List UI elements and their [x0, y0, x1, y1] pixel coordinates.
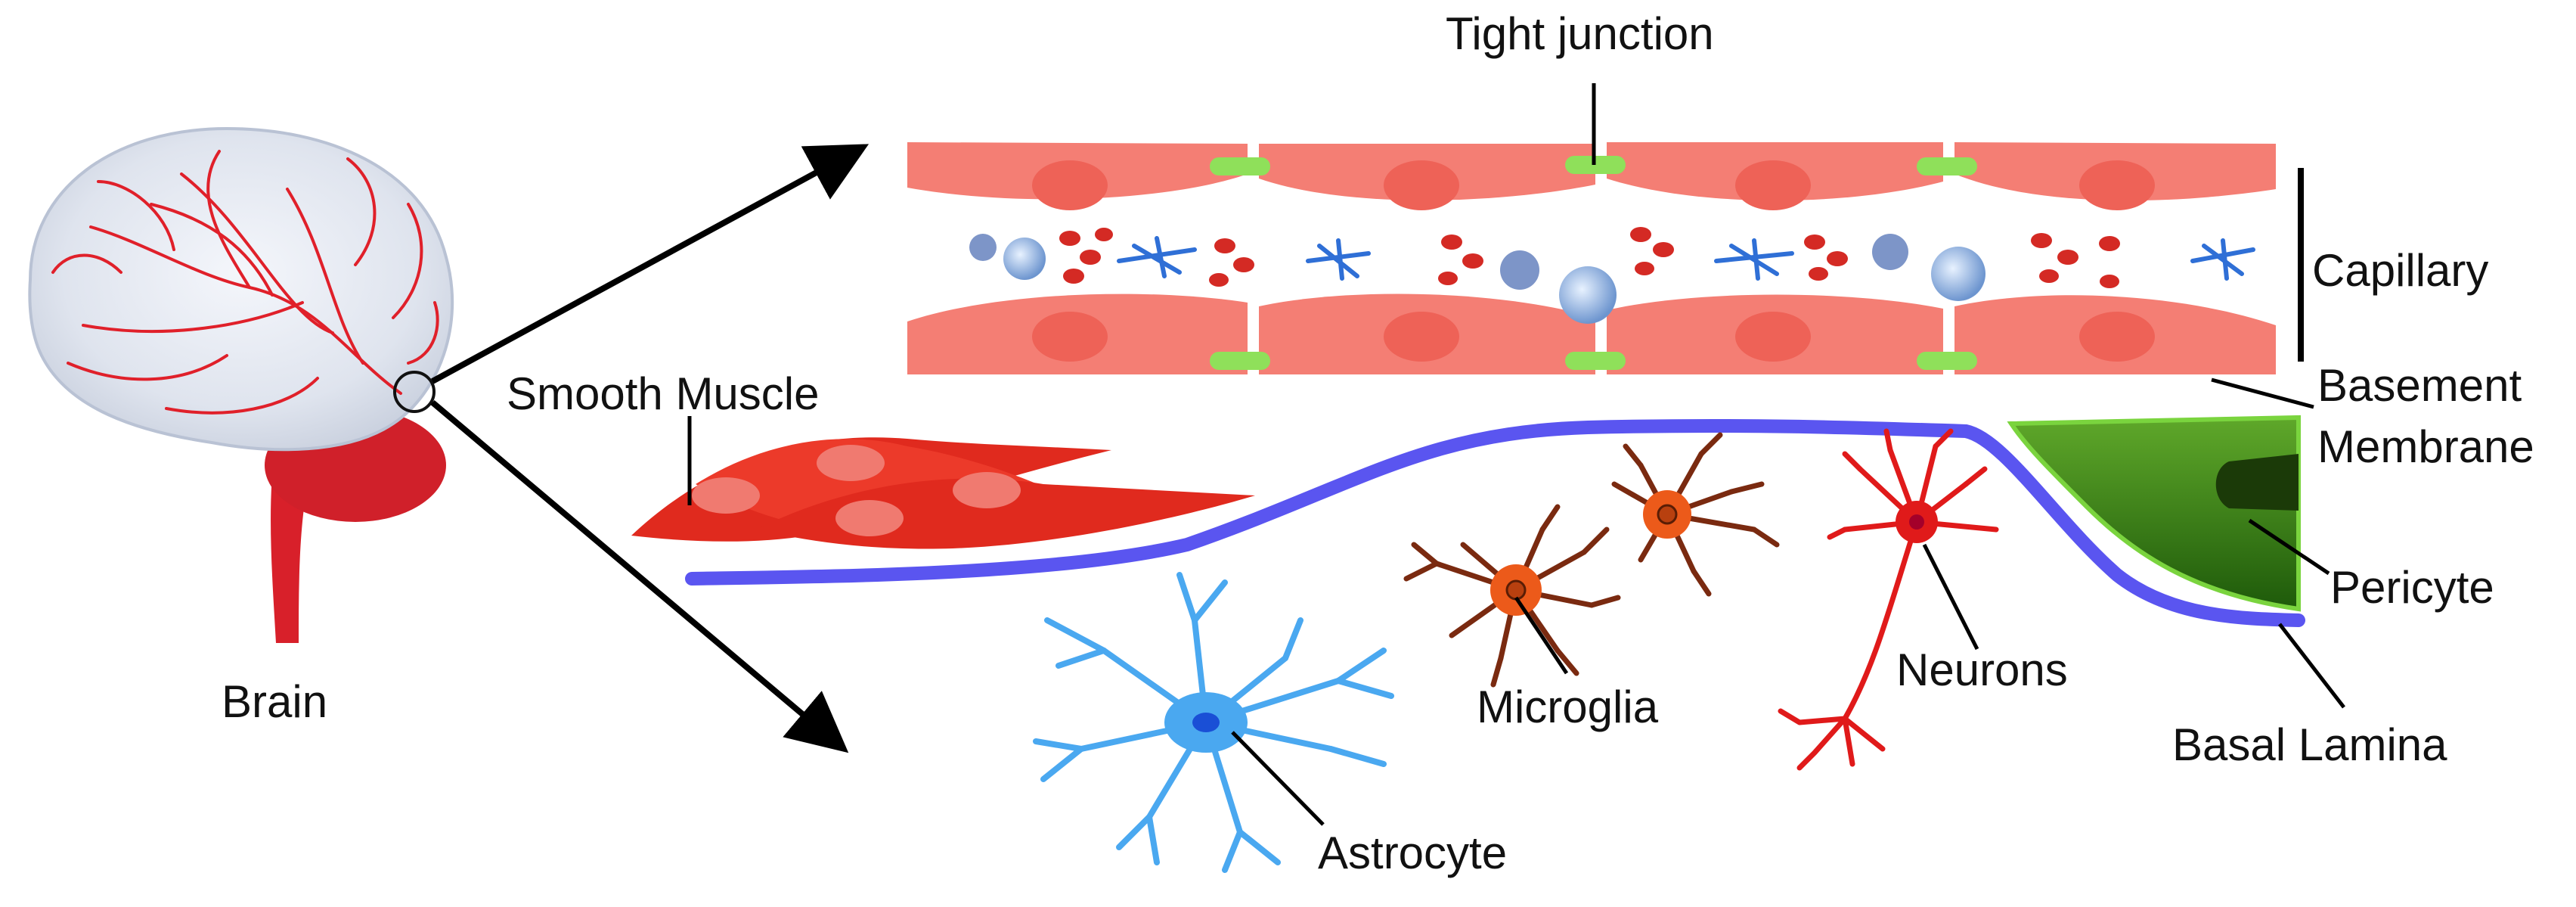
zoom-circle	[393, 371, 436, 413]
label-neurons: Neurons	[1896, 645, 2068, 695]
neuron-cell	[1778, 428, 1999, 771]
zoom-arrow-upper	[431, 144, 870, 384]
tight-junctions	[1210, 156, 1977, 370]
microglia-pointer	[1514, 596, 1569, 675]
basement-membrane-pointer	[2211, 377, 2314, 409]
endothelial-row-top	[907, 142, 2276, 210]
microglia-cells	[1403, 432, 1780, 688]
label-microglia: Microglia	[1477, 682, 1659, 732]
label-basal-lamina: Basal Lamina	[2172, 719, 2447, 770]
label-tight-junction: Tight junction	[1446, 8, 1714, 59]
basal-lamina	[685, 418, 2305, 627]
capillary	[907, 142, 2276, 374]
label-capillary: Capillary	[2312, 245, 2488, 296]
astrocyte-pointer	[1231, 731, 1325, 826]
basal-lamina-pointer	[2278, 623, 2345, 709]
label-brain: Brain	[222, 676, 327, 727]
endothelial-row-bottom	[907, 294, 2276, 374]
pericyte-pointer	[2248, 518, 2330, 576]
label-basement-membrane-line2: Membrane	[2317, 421, 2534, 472]
label-pericyte: Pericyte	[2330, 562, 2494, 613]
zoom-arrow-lower	[430, 399, 849, 753]
brain-illustration	[28, 126, 454, 643]
pericyte-cell	[2007, 415, 2301, 612]
neurons-pointer	[1922, 543, 1979, 651]
blood-cells	[969, 227, 2255, 324]
astrocyte-cell	[1033, 572, 1394, 873]
label-basement-membrane-line1: Basement	[2317, 360, 2522, 411]
label-smooth-muscle: Smooth Muscle	[507, 368, 820, 419]
label-astrocyte: Astrocyte	[1318, 828, 1507, 878]
smooth-muscle-cells	[631, 437, 1255, 549]
